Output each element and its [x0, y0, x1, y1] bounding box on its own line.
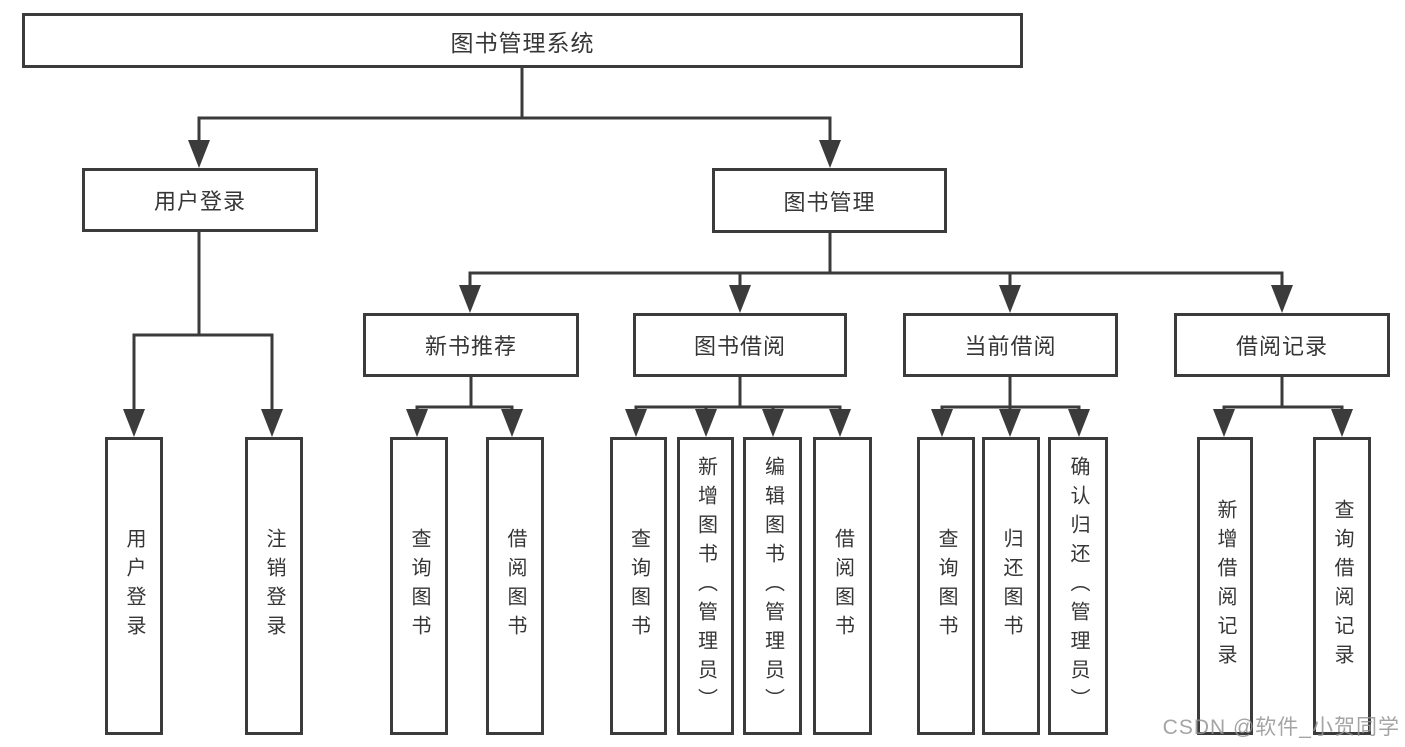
- node-current-borrowing: 当前借阅: [903, 313, 1118, 377]
- leaf-confirm-return-admin: 确认归还（管理员）: [1048, 437, 1108, 735]
- leaf-query-borrow-record: 查询借阅记录: [1313, 437, 1371, 735]
- leaf-edit-book-admin: 编辑图书（管理员）: [743, 437, 802, 735]
- leaf-user-login: 用户登录: [105, 437, 163, 735]
- node-book-management: 图书管理: [712, 168, 947, 233]
- leaf-borrow-books-borrowing: 借阅图书: [813, 437, 872, 735]
- leaf-logout: 注销登录: [245, 437, 303, 735]
- leaf-confirm-return-admin-label: 确认归还（管理员）: [1067, 455, 1089, 717]
- node-book-borrowing: 图书借阅: [633, 313, 847, 377]
- leaf-add-borrow-record: 新增借阅记录: [1197, 437, 1253, 735]
- leaf-query-books-recommend-label: 查询图书: [408, 528, 430, 644]
- leaf-add-book-admin: 新增图书（管理员）: [677, 437, 734, 735]
- leaf-logout-label: 注销登录: [263, 528, 285, 644]
- node-library-system: 图书管理系统: [22, 13, 1023, 68]
- leaf-borrow-books-borrowing-label: 借阅图书: [831, 528, 854, 644]
- leaf-add-borrow-record-label: 新增借阅记录: [1214, 499, 1236, 673]
- leaf-query-books-current: 查询图书: [917, 437, 975, 735]
- leaf-add-book-admin-label: 新增图书（管理员）: [694, 455, 717, 717]
- leaf-edit-book-admin-label: 编辑图书（管理员）: [761, 455, 784, 717]
- leaf-user-login-label: 用户登录: [123, 528, 145, 644]
- leaf-return-books: 归还图书: [982, 437, 1040, 735]
- node-new-book-recommend: 新书推荐: [363, 313, 579, 377]
- leaf-borrow-books-recommend-label: 借阅图书: [504, 528, 526, 644]
- leaf-query-books-current-label: 查询图书: [935, 528, 957, 644]
- leaf-return-books-label: 归还图书: [1000, 528, 1022, 644]
- leaf-query-books-borrowing-label: 查询图书: [627, 528, 650, 644]
- node-borrowing-records: 借阅记录: [1174, 313, 1390, 377]
- leaf-query-books-recommend: 查询图书: [390, 437, 448, 735]
- leaf-query-borrow-record-label: 查询借阅记录: [1331, 499, 1353, 673]
- leaf-borrow-books-recommend: 借阅图书: [486, 437, 544, 735]
- watermark: CSDN @软件_小贺同学: [1162, 716, 1400, 739]
- leaf-query-books-borrowing: 查询图书: [610, 437, 667, 735]
- node-user-login: 用户登录: [82, 168, 318, 232]
